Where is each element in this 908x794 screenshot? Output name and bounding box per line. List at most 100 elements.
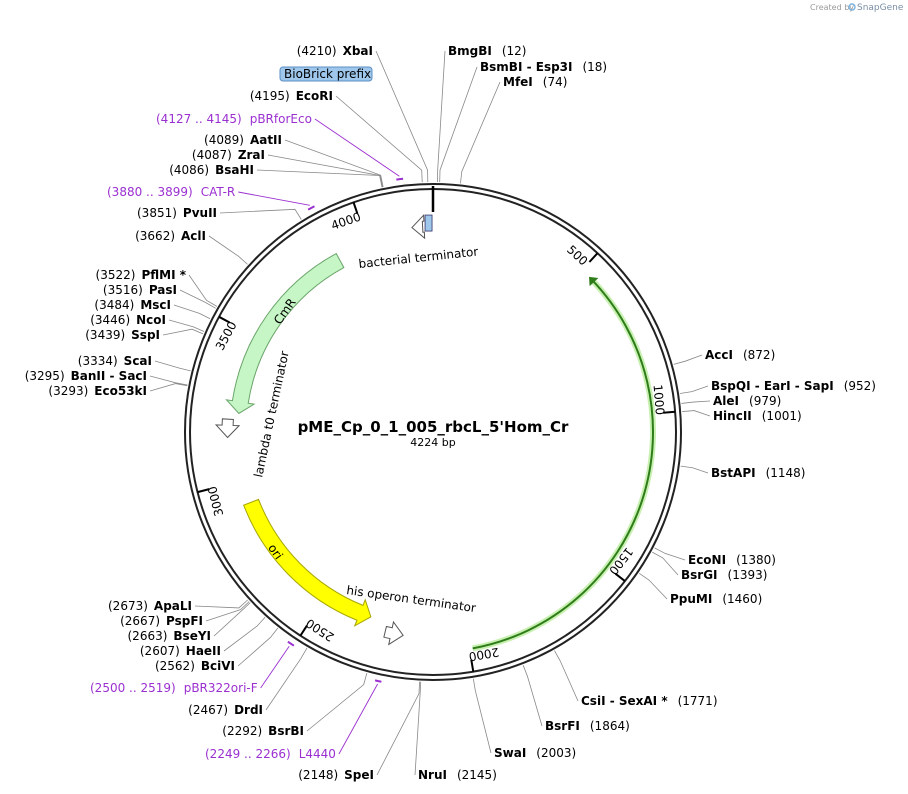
site-pos-bsrgi: (1393) (728, 568, 768, 582)
site-name-pflmi: PflMI * (141, 268, 186, 282)
site-sspi[interactable]: SspI(3439) (85, 328, 160, 342)
site-pos-zrai: (4087) (192, 148, 232, 162)
leader-ncoi (168, 319, 205, 332)
site-econi[interactable]: EcoNI(1380) (688, 553, 776, 567)
site-pos-spei: (2148) (298, 768, 338, 782)
site-name-bstapi: BstAPI (711, 466, 756, 480)
site-pos-econi: (1380) (736, 553, 776, 567)
site-swai[interactable]: SwaI(2003) (494, 746, 576, 760)
leader-aatii (284, 139, 384, 188)
site-bsahi[interactable]: BsaHI(4086) (169, 163, 254, 177)
primer-name-cat-r: CAT-R (201, 185, 236, 199)
site-spei[interactable]: SpeI(2148) (298, 768, 374, 782)
site-msci[interactable]: MscI(3484) (94, 298, 171, 312)
site-acli[interactable]: AclI(3662) (135, 229, 206, 243)
site-bsrbi[interactable]: BsrBI(2292) (222, 724, 304, 738)
site-ecori[interactable]: EcoRI(4195) (250, 89, 333, 103)
leader-alei (681, 400, 711, 404)
leader-bspqi-eari-sapi (679, 385, 709, 394)
site-name-bsrbi: BsrBI (268, 724, 304, 738)
site-name-sspi: SspI (131, 328, 160, 342)
features-layer (214, 177, 656, 683)
site-scai[interactable]: ScaI(3334) (78, 354, 152, 368)
plasmid-size: 4224 bp (410, 436, 455, 449)
site-name-banii-saci: BanII - SacI (71, 369, 147, 383)
site-ppumi[interactable]: PpuMI(1460) (670, 592, 762, 606)
primer-l4440[interactable]: (2249 .. 2266)L4440 (205, 747, 336, 761)
site-name-csii-sexai: CsiI - SexAI * (581, 694, 668, 708)
cmr-arrow (225, 252, 345, 415)
site-bsrfi[interactable]: BsrFI (1864) (545, 719, 630, 733)
site-name-bsmbi-esp3i: BsmBI - Esp3I (480, 60, 572, 74)
site-pos-xbai: (4210) (297, 44, 337, 58)
site-name-pvuii: PvuII (183, 206, 217, 220)
site-pos-apali: (2673) (108, 599, 148, 613)
site-pos-bsrfi: (1864) (590, 719, 630, 733)
site-mfei[interactable]: MfeI(74) (503, 75, 567, 89)
site-pos-ecori: (4195) (250, 89, 290, 103)
site-pos-ncoi: (3446) (90, 313, 130, 327)
primer-pos-pbr322ori-f: (2500 .. 2519) (90, 681, 176, 695)
site-bmgbi[interactable]: BmgBI(12) (448, 44, 527, 58)
site-bspqi-eari-sapi[interactable]: BspQI - EarI - SapI(952) (711, 379, 876, 393)
site-csii-sexai[interactable]: CsiI - SexAI *(1771) (581, 694, 718, 708)
backbone-outer (184, 183, 682, 681)
site-ncoi[interactable]: NcoI(3446) (90, 313, 166, 327)
site-bcivi[interactable]: BciVI(2562) (155, 659, 235, 673)
site-acci[interactable]: AccI(872) (705, 348, 775, 362)
site-name-swai: SwaI (494, 746, 526, 760)
site-name-aatii: AatII (250, 133, 282, 147)
site-pvuii[interactable]: PvuII(3851) (137, 206, 217, 220)
site-alei[interactable]: AleI(979) (713, 394, 781, 408)
primer-l4440-mark (374, 679, 382, 683)
site-bsmbi-esp3i[interactable]: BsmBI - Esp3I(18) (480, 60, 607, 74)
his-terminator-arrow (383, 620, 404, 646)
leader-xbai (375, 50, 429, 183)
plasmid-name: pME_Cp_0_1_005_rbcL_5'Hom_Cr (298, 418, 569, 436)
tick-1000 (663, 410, 676, 414)
site-name-bseyi: BseYI (173, 629, 211, 643)
primer-cat-r[interactable]: (3880 .. 3899) CAT-R (107, 185, 235, 199)
leader-drdi (265, 647, 308, 711)
primer-pbrforeco[interactable]: (4127 .. 4145)pBRforEco (156, 112, 312, 126)
site-name-alei: AleI (713, 394, 739, 408)
primer-pbr322ori-f[interactable]: (2500 .. 2519)pBR322ori-F (90, 681, 258, 695)
site-bseyi[interactable]: BseYI(2663) (128, 629, 212, 643)
site-pos-bcivi: (2562) (155, 659, 195, 673)
leader-bmgbi (437, 50, 446, 183)
site-apali[interactable]: ApaLI (2673) (108, 599, 192, 613)
site-pos-bstapi: (1148) (766, 466, 806, 480)
site-xbai[interactable]: XbaI(4210) (297, 44, 373, 58)
site-pasi[interactable]: PasI(3516) (103, 283, 177, 297)
site-pos-pspfi: (2667) (120, 614, 160, 628)
site-zrai[interactable]: ZraI(4087) (192, 148, 265, 162)
site-bstapi[interactable]: BstAPI (1148) (711, 466, 805, 480)
leader-scai (154, 360, 191, 372)
site-pflmi[interactable]: PflMI * (3522) (96, 268, 187, 282)
leader-bstapi (680, 465, 709, 474)
site-nrui[interactable]: NruI(2145) (418, 768, 497, 782)
snapgene-brand: SnapGene (857, 3, 904, 13)
site-hincii[interactable]: HincII(1001) (713, 409, 802, 423)
site-eco53ki[interactable]: Eco53kI(3293) (48, 384, 147, 398)
site-aatii[interactable]: AatII(4089) (204, 133, 282, 147)
site-name-apali: ApaLI (154, 599, 192, 613)
primer-pos-cat-r: (3880 .. 3899) (107, 185, 193, 199)
leader-apali (194, 599, 249, 609)
primer-leader-pbr322ori-f (260, 645, 290, 689)
tick-4000 (352, 202, 359, 215)
site-pspfi[interactable]: PspFI(2667) (120, 614, 203, 628)
site-pos-nrui: (2145) (457, 768, 497, 782)
biobrick-prefix-box (279, 66, 373, 82)
site-pos-pflmi: (3522) (96, 268, 136, 282)
site-banii-saci[interactable]: BanII - SacI(3295) (25, 369, 147, 383)
site-name-bsrfi: BsrFI (545, 719, 580, 733)
site-labels: XbaI(4210) BmgBI(12) BsmBI - Esp3I(18)MfeI… (25, 44, 876, 782)
site-pos-haeii: (2607) (140, 644, 180, 658)
insert-arrowhead (589, 276, 599, 287)
site-haeii[interactable]: HaeII(2607) (140, 644, 221, 658)
site-drdi[interactable]: DrdI(2467) (188, 703, 263, 717)
site-bsrgi[interactable]: BsrGI(1393) (681, 568, 767, 582)
tick-1500 (614, 572, 626, 582)
